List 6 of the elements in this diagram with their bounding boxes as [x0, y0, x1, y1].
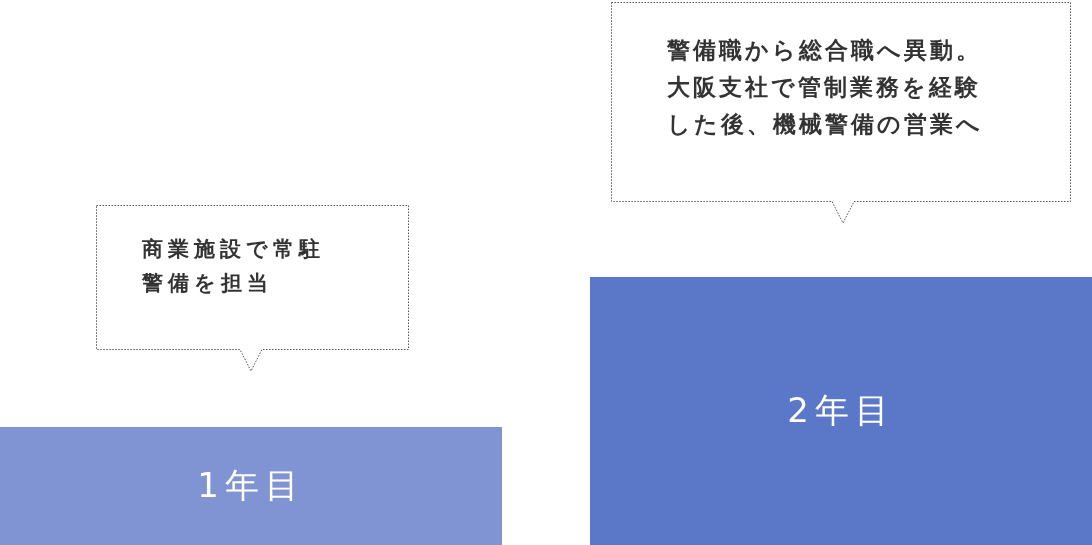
- speech-bubble: [611, 2, 1071, 224]
- year-bar: 2年目: [590, 277, 1092, 545]
- bubble-text: 商業施設で常駐警備を担当: [142, 236, 326, 297]
- bubble-text: 警備職から総合職へ異動。大阪支社で管制業務を経験した後、機械警備の営業へ: [667, 36, 984, 139]
- year-bar: 1年目: [0, 427, 502, 545]
- speech-bubble: [96, 205, 409, 372]
